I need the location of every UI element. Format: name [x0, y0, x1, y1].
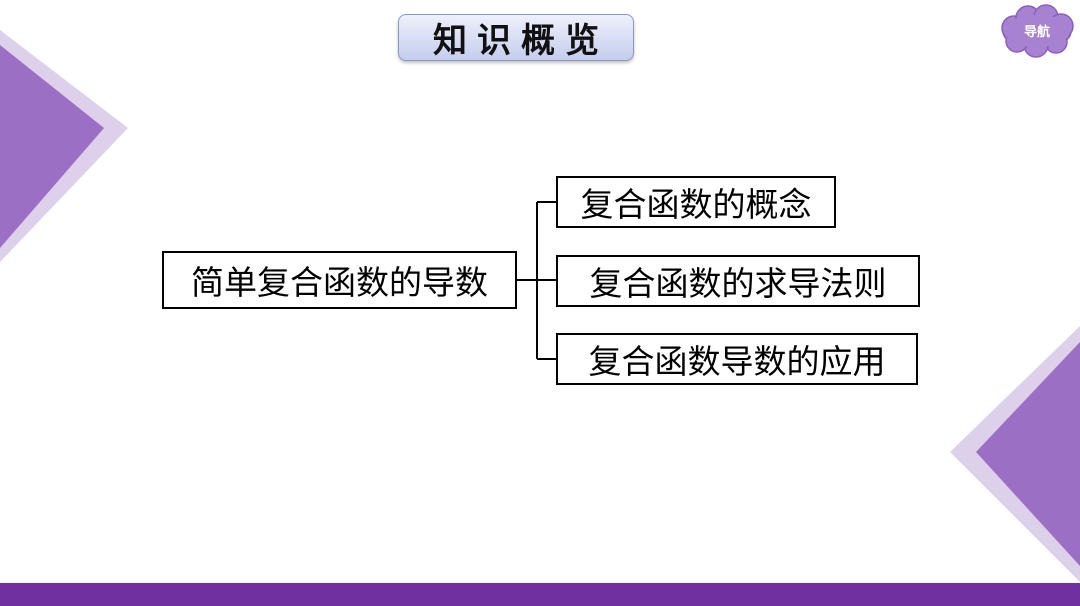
bottom-bar — [0, 583, 1080, 606]
right-triangle-dark — [976, 342, 1080, 566]
mindmap-child-node-2: 复合函数的求导法则 — [556, 255, 920, 307]
nav-label: 导航 — [1023, 24, 1050, 40]
nav-button[interactable]: 导航 — [998, 4, 1076, 60]
slide-title-box: 知识概览 — [398, 14, 634, 61]
cloud-icon — [1001, 4, 1074, 58]
mindmap-child-node-1: 复合函数的概念 — [556, 176, 836, 228]
left-triangle-dark — [0, 45, 104, 248]
mindmap-root-node: 简单复合函数的导数 — [162, 251, 517, 309]
slide-title: 知识概览 — [433, 21, 609, 61]
mindmap-child-node-3: 复合函数导数的应用 — [556, 333, 918, 385]
